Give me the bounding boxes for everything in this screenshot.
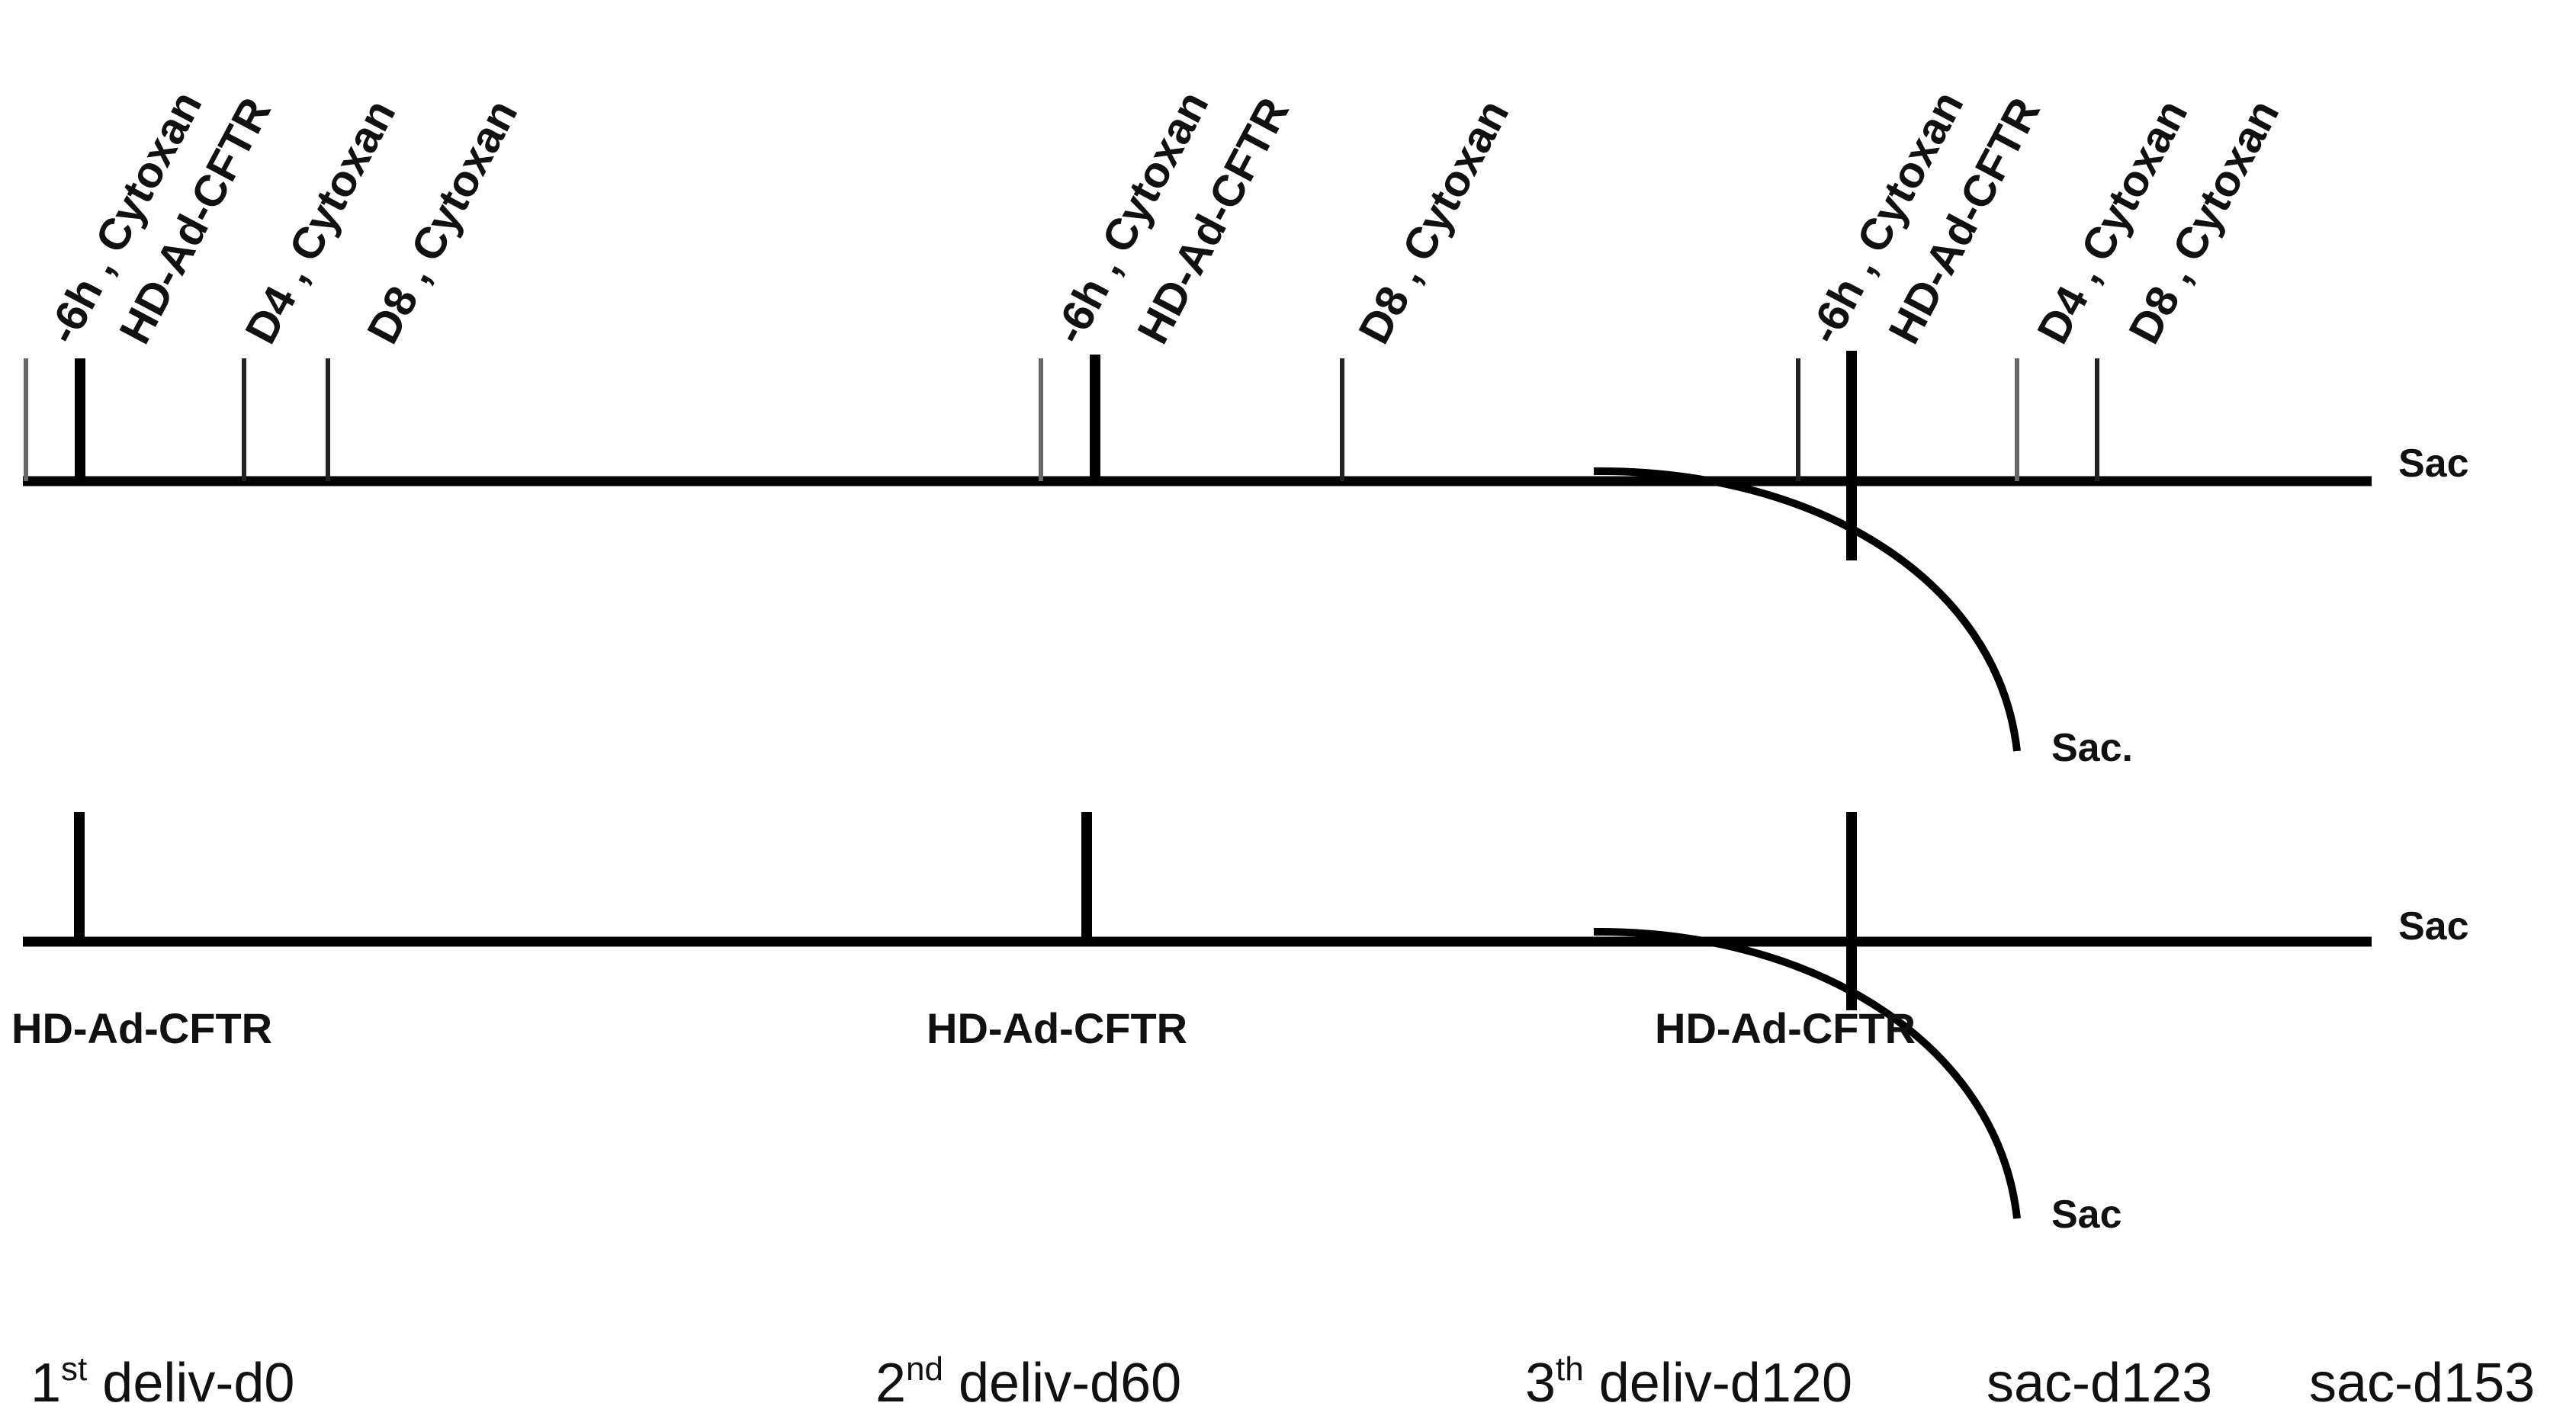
upper-branch-endpoint-label: Sac. — [2051, 726, 2133, 770]
timepoint-label-d60: 2nd deliv-d60 — [875, 1350, 1181, 1414]
lower-branch-curve — [1593, 927, 2021, 1219]
lower-branch-endpoint-label: Sac — [2051, 1193, 2122, 1237]
timepoint-label-d120: 3th deliv-d120 — [1525, 1350, 1852, 1414]
lower-vector-label-d120: HD-Ad-CFTR — [1655, 1004, 1916, 1052]
timepoint-d0-ordinal: 1 — [31, 1353, 61, 1414]
timepoint-d60-ordinal: 2 — [875, 1353, 906, 1414]
timepoint-label-sac-d123: sac-d123 — [1987, 1353, 2212, 1414]
upper-main-endpoint-label: Sac — [2398, 441, 2469, 486]
lower-main-endpoint-label: Sac — [2398, 904, 2469, 949]
timepoint-d0-text: deliv-d0 — [87, 1353, 294, 1414]
timepoint-d60-text: deliv-d60 — [943, 1353, 1181, 1414]
timepoint-d120-text: deliv-d120 — [1584, 1353, 1852, 1414]
timepoint-d0-ordinal-suffix: st — [61, 1350, 87, 1388]
upper-branch-curve — [1593, 467, 2021, 752]
timepoint-d120-ordinal: 3 — [1525, 1353, 1556, 1414]
timepoint-label-sac-d153: sac-d153 — [2309, 1353, 2535, 1414]
label-cytoxan-d8-cycle2: D8 , Cytoxan — [1349, 91, 1518, 352]
timepoint-d60-ordinal-suffix: nd — [906, 1350, 943, 1388]
timepoint-d120-ordinal-suffix: th — [1556, 1350, 1584, 1388]
timepoint-label-d0: 1st deliv-d0 — [31, 1350, 294, 1414]
lower-vector-label-d0: HD-Ad-CFTR — [11, 1004, 272, 1052]
lower-vector-label-d60: HD-Ad-CFTR — [927, 1004, 1187, 1052]
